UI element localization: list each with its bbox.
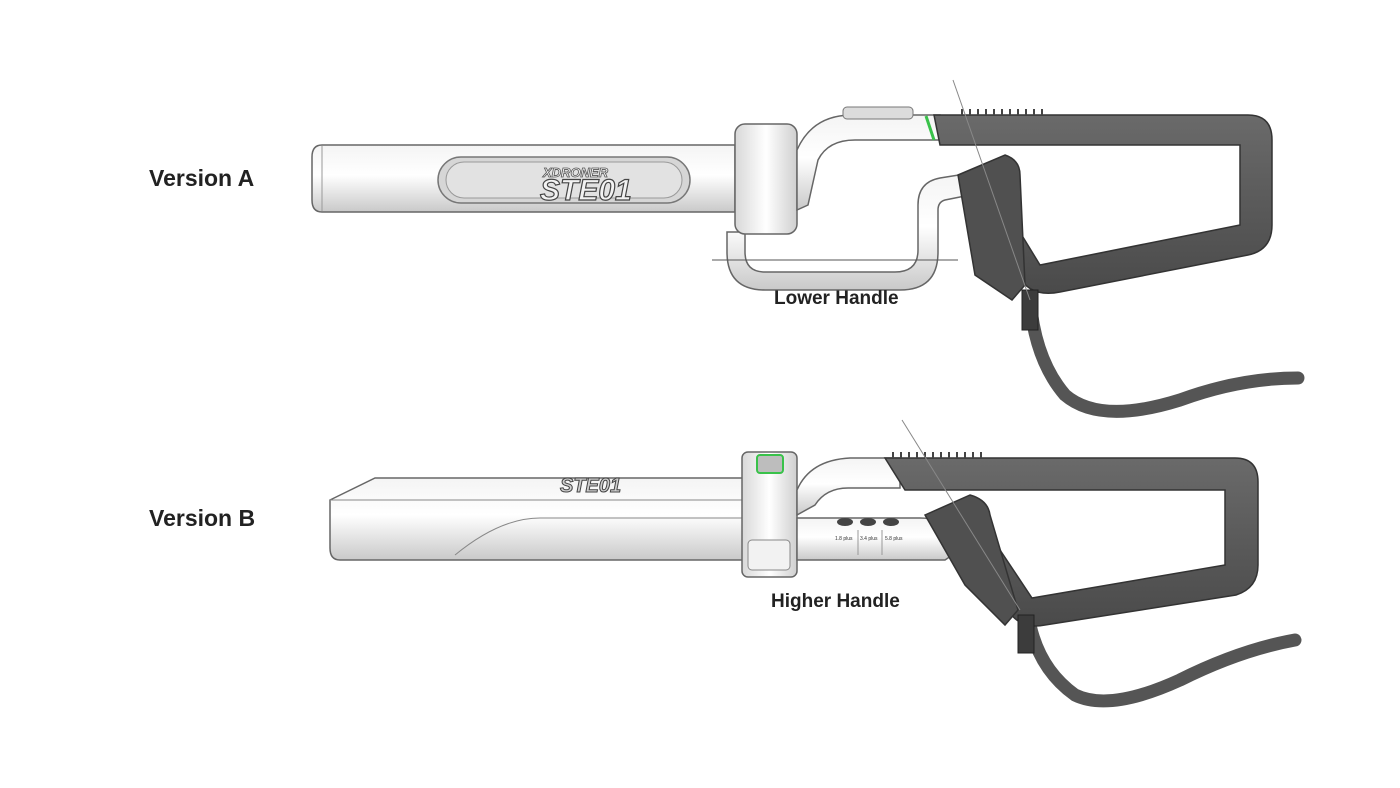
logo-small-a: XDRONER xyxy=(542,165,609,180)
logo-large-b: STE01 xyxy=(560,475,621,497)
cable-connector-b xyxy=(1017,614,1035,654)
button-label-2-b: 3.4 plus xyxy=(860,536,878,542)
power-cable-b xyxy=(1023,618,1302,708)
power-cable-a xyxy=(1023,293,1305,418)
barrel-b xyxy=(329,477,751,561)
lower-handle-loop-a xyxy=(726,173,966,291)
version-b-label: Version B xyxy=(149,505,256,531)
collar-a xyxy=(734,123,798,235)
ridges-a xyxy=(961,109,1043,115)
ridges-b xyxy=(892,452,982,458)
device-version-a xyxy=(311,79,1305,418)
accent-dial-b xyxy=(756,454,784,474)
grip-block-a xyxy=(957,154,1026,301)
cable-connector-a xyxy=(1021,289,1039,331)
grip-block-b xyxy=(923,494,1019,627)
button-label-1-b: 1.8 plus xyxy=(835,536,853,542)
device-version-b xyxy=(329,419,1302,708)
button-2-b xyxy=(860,518,876,526)
version-a-label: Version A xyxy=(149,165,255,191)
button-3-b xyxy=(883,518,899,526)
button-label-3-b: 5.8 plus xyxy=(885,536,903,542)
neck-a xyxy=(796,114,941,212)
neck-b xyxy=(796,457,901,517)
lower-handle-label: Lower Handle xyxy=(774,288,899,309)
logo-large-a: STE01 xyxy=(540,174,632,207)
higher-handle-label: Higher Handle xyxy=(771,591,900,612)
accent-ring-a xyxy=(924,115,936,141)
button-1-b xyxy=(837,518,853,526)
